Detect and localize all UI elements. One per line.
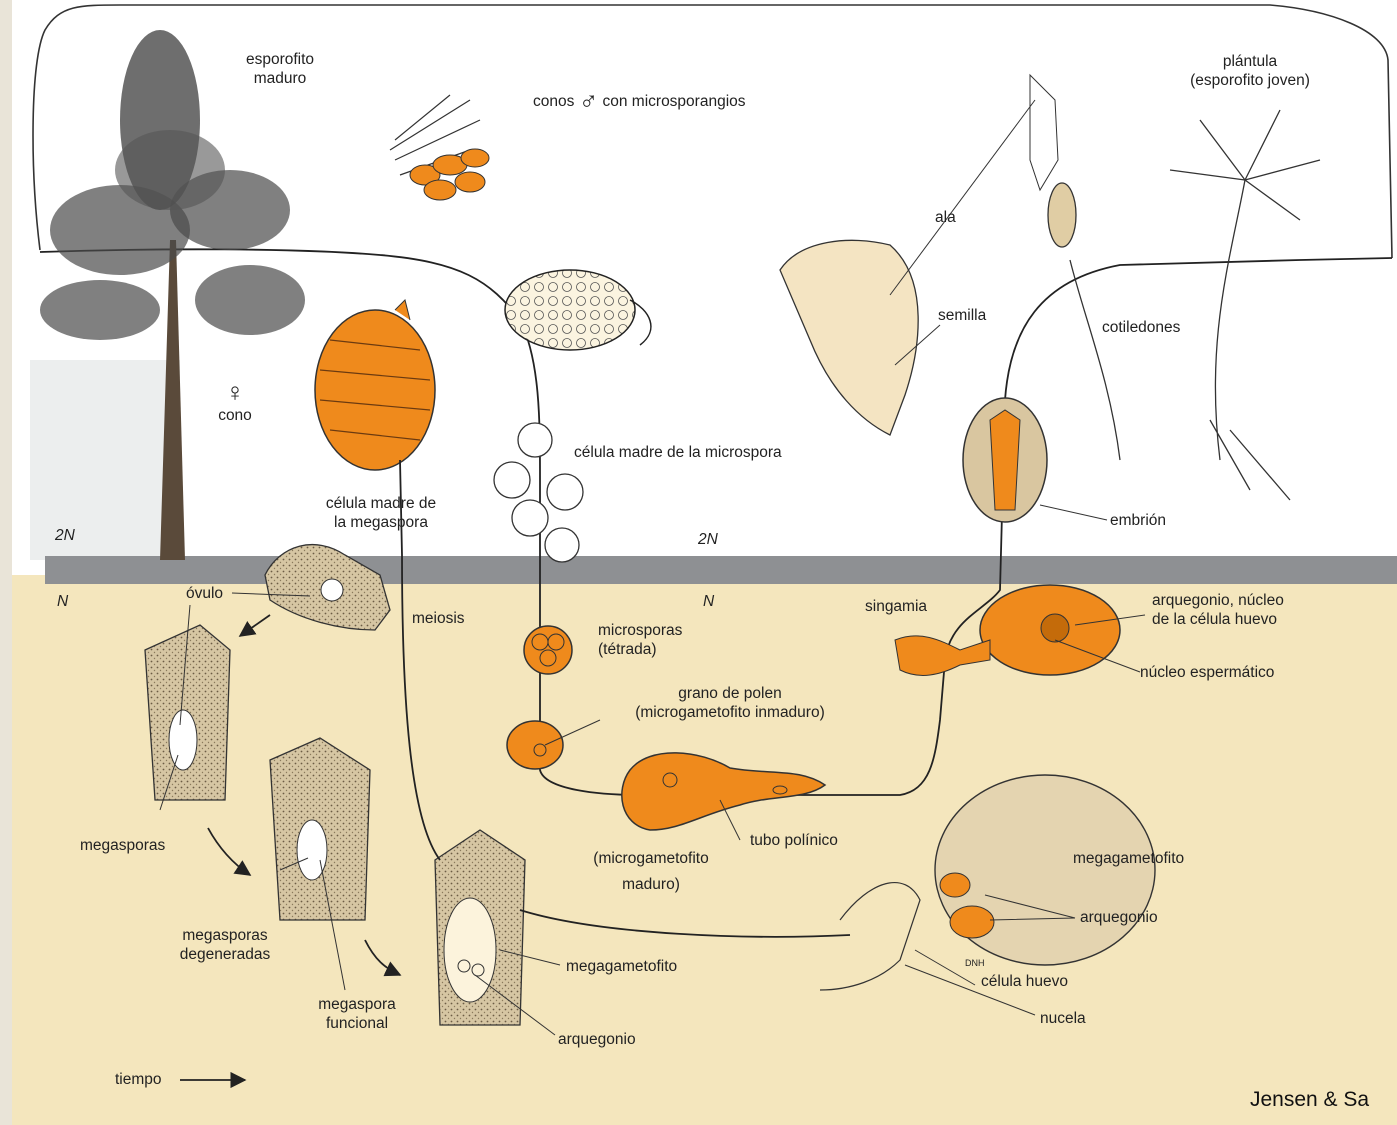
ovule-megaspores bbox=[145, 625, 230, 800]
label-n-mid: N bbox=[703, 592, 714, 611]
label-plantula: plántula(esporofito joven) bbox=[1170, 52, 1330, 90]
label-megagametofito-mid: megagametofito bbox=[566, 957, 677, 976]
label-embrion: embrión bbox=[1110, 511, 1166, 530]
pollen-grain bbox=[507, 721, 563, 769]
label-celula-huevo: célula huevo bbox=[981, 972, 1068, 991]
label-megasporas: megasporas bbox=[80, 836, 165, 855]
label-conos-macho: conos ♂ con microsporangios bbox=[533, 92, 746, 111]
label-tiempo: tiempo bbox=[115, 1070, 162, 1089]
label-meiosis: meiosis bbox=[412, 609, 465, 628]
label-ala: ala bbox=[935, 208, 956, 227]
label-megagametofito-right: megagametofito bbox=[1073, 849, 1184, 868]
label-arquegonio-bottom: arquegonio bbox=[558, 1030, 636, 1049]
credit-text: Jensen & Sa bbox=[1250, 1090, 1369, 1109]
label-tubo-polinico: tubo polínico bbox=[750, 831, 838, 850]
ovule-megagametophyte bbox=[435, 830, 525, 1025]
label-cotiledones: cotiledones bbox=[1102, 318, 1180, 337]
label-arquegonio-right: arquegonio bbox=[1080, 908, 1158, 927]
male-symbol: ♂ bbox=[579, 86, 599, 116]
label-semilla: semilla bbox=[938, 306, 986, 325]
label-grano-de-polen: grano de polen(microgametofito inmaduro) bbox=[600, 684, 860, 722]
ovule-degenerating bbox=[270, 738, 370, 920]
label-ovulo: óvulo bbox=[186, 584, 223, 603]
label-singamia: singamia bbox=[865, 597, 927, 616]
label-n-left: N bbox=[57, 592, 68, 611]
label-dnh: DNH bbox=[965, 954, 985, 973]
label-cono-hembra: ♀ cono bbox=[210, 378, 260, 425]
female-symbol: ♀ bbox=[210, 378, 260, 406]
seed-embryo bbox=[963, 398, 1047, 522]
label-microsporas-tetrada: microsporas(tétrada) bbox=[598, 621, 682, 659]
ploidy-band bbox=[45, 556, 1397, 584]
label-nucleo-espermatico: núcleo espermático bbox=[1140, 663, 1274, 682]
label-celula-madre-microspora: célula madre de la microspora bbox=[574, 443, 782, 462]
microspore-tetrad bbox=[524, 626, 572, 674]
label-2n-mid: 2N bbox=[698, 530, 718, 549]
label-nucela: nucela bbox=[1040, 1009, 1086, 1028]
label-2n-left: 2N bbox=[55, 526, 75, 545]
